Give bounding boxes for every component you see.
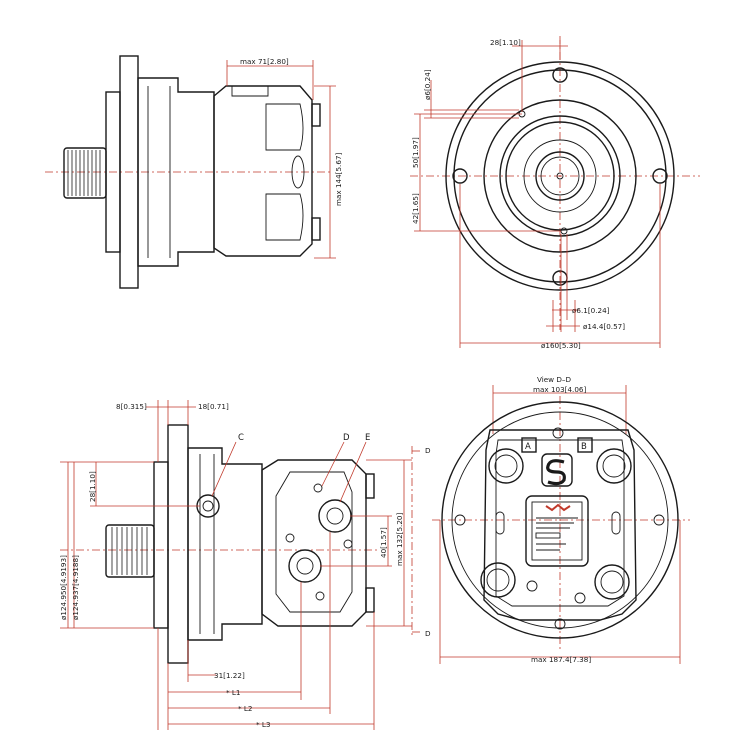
front-flange-inner [453,69,667,283]
label-d: D [343,433,350,443]
front-pin-hole-lower [560,227,568,235]
front-body-ring [483,99,637,253]
end-cover-body [483,429,637,621]
front-mount-hole-top [552,67,568,83]
port-e [288,549,322,583]
end-view-title: View D–D [537,375,571,384]
top-side-bolt-bottom [311,217,321,241]
bottom-side-dim-max132: max 132[5.20] [395,513,404,566]
port-d [318,499,352,533]
end-small-hole-right [574,592,586,604]
bolt-hole-1 [313,483,323,493]
bottom-side-dim-l3: * L3 [256,720,270,729]
nameplate-logo [545,503,571,512]
bottom-side-dim-l1: * L1 [226,688,240,697]
bottom-side-bolt-bottom [365,587,375,613]
bottom-side-bolt-top [365,473,375,499]
port-b-label: B [581,442,587,452]
end-slot-left [495,511,505,535]
label-c: C [238,433,244,443]
front-mount-hole-right [652,168,668,184]
top-side-motor-body [213,85,313,257]
section-d-bottom: D [425,629,431,638]
end-boss-top-right [596,448,632,484]
front-dim-phi6: ø6[0.24] [423,69,432,100]
bottom-side-dim-31: 31[1.22] [214,671,245,680]
front-flange-outer [445,61,675,291]
bottom-side-motor-body [261,459,367,627]
bottom-side-dim-dia-b: ø124.937[4.9188] [71,555,80,620]
end-mount-hole-bottom [554,618,566,630]
nameplate [525,495,589,567]
top-side-dim-max144: max 144[5.67] [334,153,343,206]
port-b-box [577,437,593,453]
front-dim-42: 42[1.65] [411,193,420,224]
end-boss-top-left [488,448,524,484]
port-a-box [521,437,537,453]
end-small-hole-left [526,580,538,592]
top-side-view: max 71[2.80] max 144[5.67] [45,55,343,289]
label-e: E [365,433,370,443]
bottom-side-flange [167,424,189,664]
bottom-end-view: View D–D max 103[4.06] A B [432,375,690,664]
end-view-dim-max103: max 103[4.06] [533,385,586,394]
bottom-side-dim-28: 28[1.10] [88,471,97,502]
front-shaft-bore [523,139,597,213]
front-dim-50: 50[1.97] [411,137,420,168]
front-dim-phi6-1: ø6.1[0.24] [572,306,610,315]
end-mount-hole-top [552,427,564,439]
end-mount-hole-left [454,514,466,526]
bottom-side-bearing-housing [187,447,263,641]
bottom-side-dim-8: 8[0.315] [116,402,147,411]
bottom-side-spline-shaft [105,524,155,578]
section-d-top: D [425,446,431,455]
bottom-side-dim-l2: * L2 [238,704,252,713]
front-spline-shaft [535,151,585,201]
bolt-hole-4 [315,591,325,601]
port-a-label: A [525,442,531,452]
s-logo [541,453,573,487]
front-pilot-inner [505,121,615,231]
front-mount-hole-left [452,168,468,184]
top-side-port-oval [291,155,305,189]
bottom-side-dim-dia-a: ø124.950[4.9193] [59,555,68,620]
top-side-dim-max71: max 71[2.80] [240,57,289,66]
bottom-side-view: C D E 8[0.315] 18[0.71] ø124.950[4.9193]… [59,400,431,730]
top-side-bolt-top [311,103,321,127]
front-dim-28: 28[1.10] [490,38,521,47]
bottom-side-dim-18: 18[0.71] [198,402,229,411]
top-side-bearing-housing [137,77,215,267]
front-dim-phi160: ø160[5.30] [541,341,581,350]
top-side-spline-shaft [63,147,107,199]
end-view-dim-max187: max 187.4[7.38] [531,655,591,664]
end-flange-outer [441,401,679,639]
front-dim-phi14-4: ø14.4[0.57] [583,322,625,331]
bolt-hole-3 [285,533,295,543]
front-pilot-outer [499,115,621,237]
bottom-side-pilot [153,461,169,629]
end-boss-bottom-right [594,564,630,600]
end-mount-hole-right [653,514,665,526]
top-front-view: 28[1.10] ø6[0.24] 50[1.97] 42[1.65] ø6.1… [410,36,700,350]
bottom-side-dim-40: 40[1.57] [379,527,388,558]
front-spline-root [540,156,580,196]
bolt-hole-2 [343,539,353,549]
end-slot-right [611,511,621,535]
end-boss-bottom-left [480,562,516,598]
